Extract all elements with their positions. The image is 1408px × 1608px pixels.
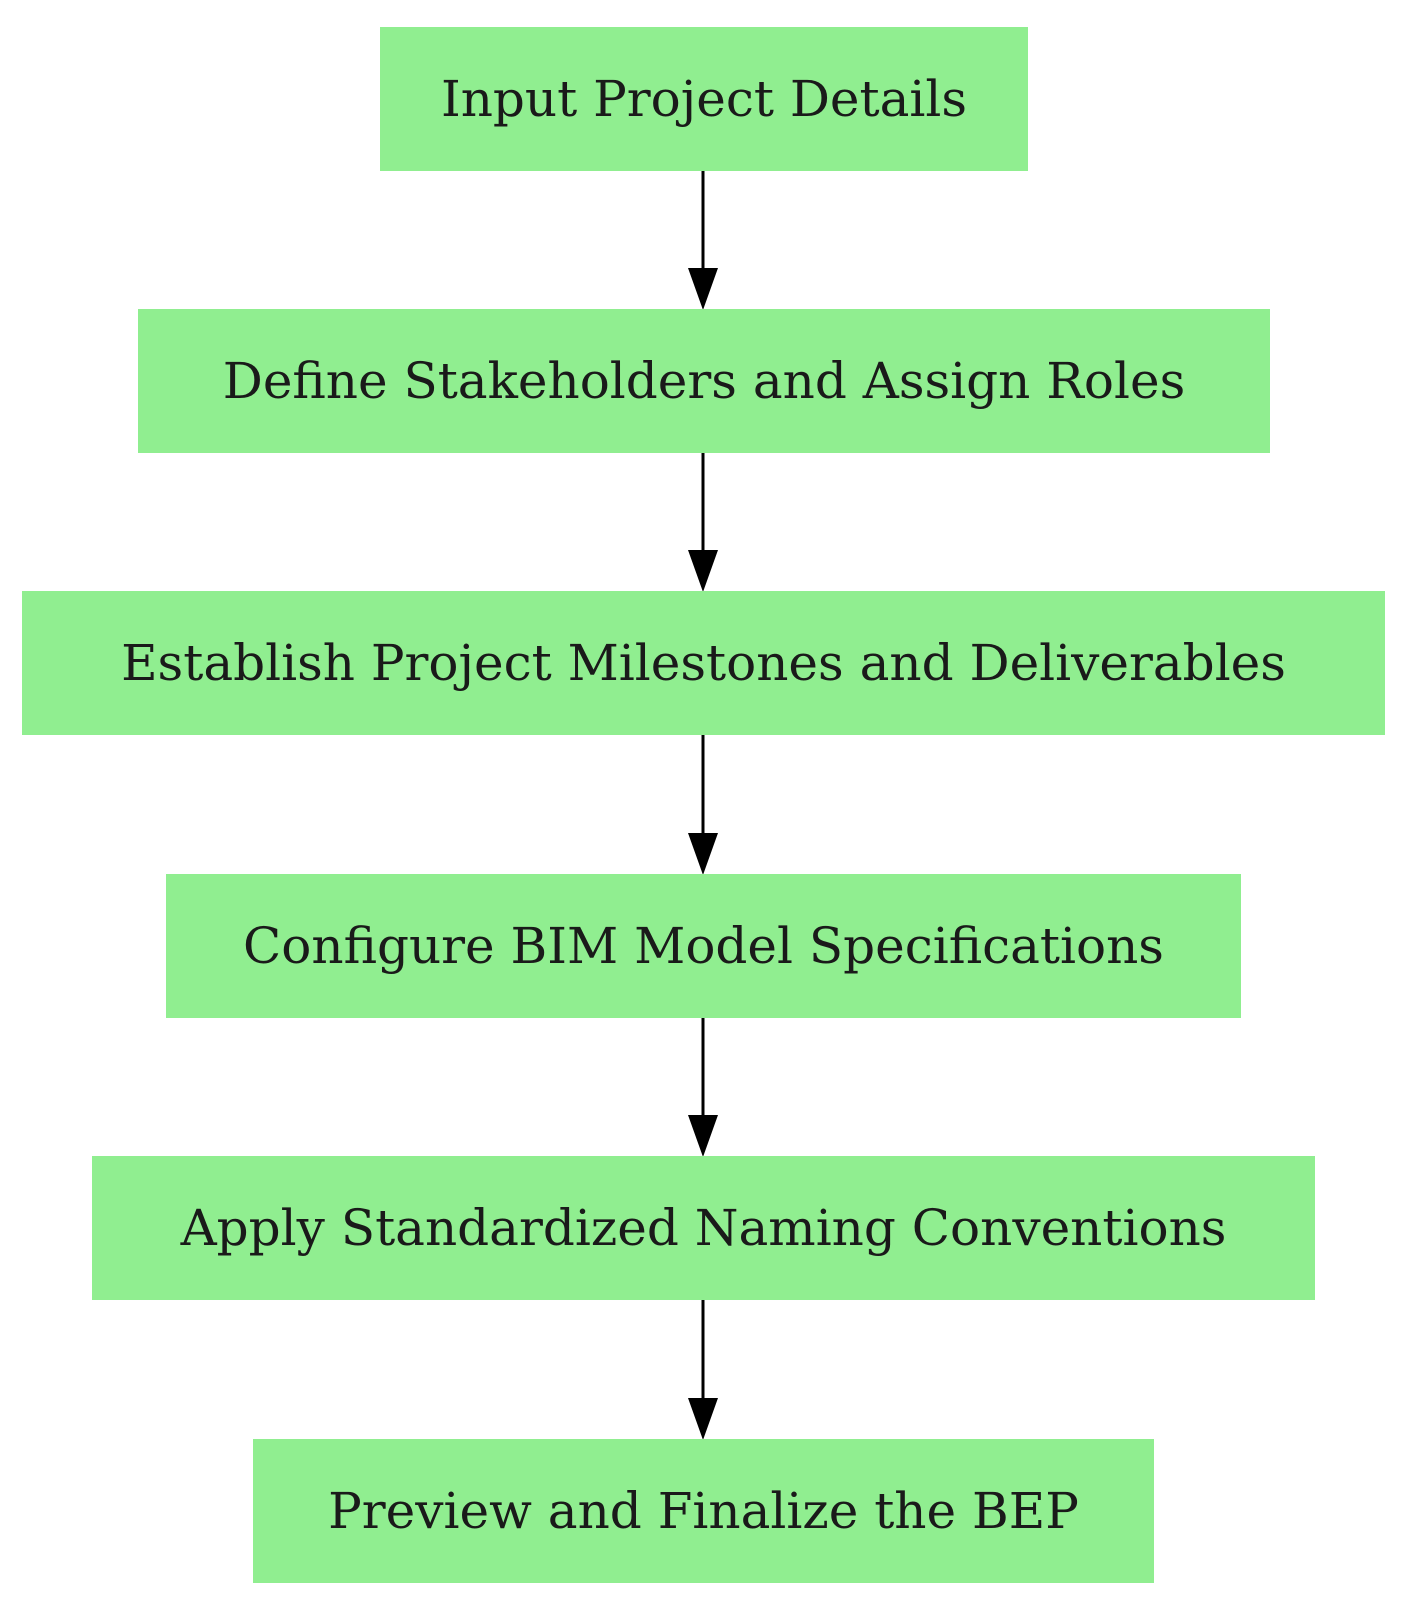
step-label: Apply Standardized Naming Conventions [180, 1199, 1227, 1257]
arrowhead [688, 833, 718, 875]
step-node-apply-naming-conventions: Apply Standardized Naming Conventions [92, 1156, 1315, 1300]
step-node-establish-milestones: Establish Project Milestones and Deliver… [22, 591, 1385, 735]
edge-2-to-3 [688, 453, 718, 592]
step-node-input-project-details: Input Project Details [380, 27, 1028, 171]
edge-1-to-2 [688, 171, 718, 310]
step-label: Establish Project Milestones and Deliver… [121, 634, 1286, 692]
edge-5-to-6 [688, 1300, 718, 1440]
step-label: Define Stakeholders and Assign Roles [222, 352, 1186, 410]
edge-4-to-5 [688, 1018, 718, 1157]
arrowhead [688, 1398, 718, 1440]
edge-3-to-4 [688, 735, 718, 875]
step-label: Input Project Details [440, 70, 968, 128]
arrowhead [688, 1115, 718, 1157]
step-node-define-stakeholders: Define Stakeholders and Assign Roles [138, 309, 1270, 453]
arrowhead [688, 550, 718, 592]
step-label: Preview and Finalize the BEP [328, 1482, 1079, 1540]
arrowhead [688, 268, 718, 310]
step-node-preview-finalize-bep: Preview and Finalize the BEP [253, 1439, 1154, 1583]
step-node-configure-bim-model: Configure BIM Model Specifications [166, 874, 1241, 1018]
step-label: Configure BIM Model Specifications [243, 917, 1164, 975]
